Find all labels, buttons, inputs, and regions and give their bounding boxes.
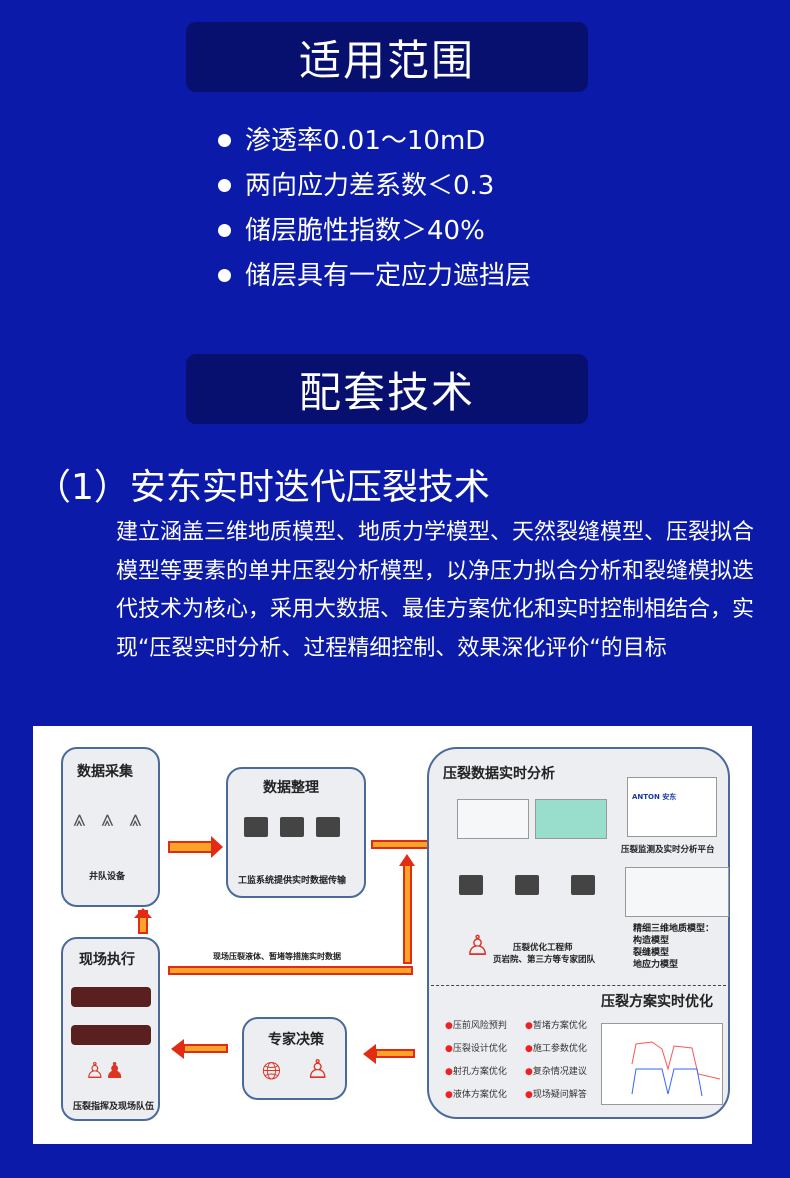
tech-description: 建立涵盖三维地质模型、地质力学模型、天然裂缝模型、压裂拟合模型等要素的单井压裂分… <box>116 520 755 661</box>
section-title-scope: 适用范围 <box>186 22 588 92</box>
computer-icon <box>571 875 595 895</box>
organize-box: 数据整理 工监系统提供实时数据传输 <box>226 767 366 898</box>
server-icon <box>244 817 268 837</box>
arrow-left <box>375 1049 415 1058</box>
list-item: 储层脆性指数＞40% <box>218 208 531 253</box>
frac-fleet-icon <box>71 1025 151 1045</box>
server-icon <box>280 817 304 837</box>
brand-logo: ANTON 安东 <box>632 793 677 801</box>
arrow-head <box>211 836 223 858</box>
field-title: 现场执行 <box>79 952 135 968</box>
arrow-left <box>183 1044 228 1053</box>
organize-caption: 工监系统提供实时数据传输 <box>238 876 347 886</box>
tower-icon: ⩓ <box>101 807 114 832</box>
model-title: 精细三维地质模型： <box>633 924 715 934</box>
expert-box: 专家决策 🌐︎ ♙ <box>242 1017 347 1100</box>
arrow-head <box>134 908 152 918</box>
bullet-text: 储层具有一定应力遮挡层 <box>245 260 532 291</box>
list-item: 渗透率0.01～10mD <box>218 118 531 163</box>
optimize-title: 压裂方案实时优化 <box>601 994 713 1010</box>
platform-label: 压裂监测及实时分析平台 <box>621 845 715 855</box>
bullet-text: 储层脆性指数＞40% <box>245 215 485 246</box>
list-item: 施工参数优化 <box>532 1044 587 1054</box>
list-item: 复杂情况建议 <box>532 1067 587 1077</box>
list-item: 射孔方案优化 <box>452 1067 507 1077</box>
bullet-icon <box>218 179 231 192</box>
divider <box>431 985 726 986</box>
platform-screenshot: ANTON 安东 <box>627 777 717 837</box>
geology-model-image <box>625 867 729 917</box>
tech-heading: （1）安东实时迭代压裂技术 <box>35 467 490 508</box>
optimize-list-left: ●压前风险预判 ●压裂设计优化 ●射孔方案优化 ●液体方案优化 <box>445 1021 507 1100</box>
bullet-icon <box>218 269 231 282</box>
curve-lines <box>631 1041 721 1097</box>
bullet-text: 两向应力差系数＜0.3 <box>245 170 495 201</box>
list-item: 压裂设计优化 <box>452 1044 507 1054</box>
arrow-field-data <box>168 966 413 975</box>
computer-icon <box>459 875 483 895</box>
collect-box: 数据采集 ⩓ ⩓ ⩓ 井队设备 <box>61 747 160 907</box>
model-item: 地应力模型 <box>633 960 679 970</box>
workflow-diagram: 数据采集 ⩓ ⩓ ⩓ 井队设备 数据整理 工监系统提供实时数据传输 现场执行 ♙… <box>33 726 752 1144</box>
server-icon <box>316 817 340 837</box>
chart-screen <box>457 799 529 839</box>
collect-caption: 井队设备 <box>89 872 126 882</box>
engineer-team-label: 页岩院、第三方等专家团队 <box>493 955 596 965</box>
engineer-label: 压裂优化工程师 <box>513 943 573 953</box>
list-item: 现场疑问解答 <box>532 1090 587 1100</box>
arrow-right <box>168 841 213 853</box>
list-item: 液体方案优化 <box>452 1090 507 1100</box>
organize-title: 数据整理 <box>263 780 319 796</box>
tower-icon: ⩓ <box>73 807 86 832</box>
field-flow-label: 现场压裂液体、暂堵等措施实时数据 <box>213 952 341 961</box>
bullet-icon <box>218 224 231 237</box>
expert-title: 专家决策 <box>268 1032 324 1048</box>
arrow-head <box>171 1039 184 1059</box>
list-item: 压前风险预判 <box>452 1021 507 1031</box>
section-title-tech: 配套技术 <box>186 354 588 424</box>
bullet-icon <box>218 134 231 147</box>
field-box: 现场执行 ♙♟ 压裂指挥及现场队伍 <box>61 937 160 1121</box>
frac-fleet-icon <box>71 987 151 1007</box>
globe-expert-icon: 🌐︎ <box>262 1057 282 1085</box>
frac-curve-chart <box>601 1023 723 1105</box>
analysis-box: 压裂数据实时分析 ANTON 安东 压裂监测及实时分析平台 精细三维地质模型： … <box>427 747 730 1119</box>
list-item: 储层具有一定应力遮挡层 <box>218 253 531 298</box>
model-item: 构造模型 <box>633 936 670 946</box>
arrow-head <box>399 854 415 866</box>
list-item: 暂堵方案优化 <box>532 1021 587 1031</box>
arrow-up <box>403 864 412 964</box>
analysis-title: 压裂数据实时分析 <box>443 766 555 782</box>
tower-icon: ⩓ <box>129 807 142 832</box>
model-item: 裂缝模型 <box>633 948 670 958</box>
collect-title: 数据采集 <box>77 764 133 780</box>
scope-list: 渗透率0.01～10mD 两向应力差系数＜0.3 储层脆性指数＞40% 储层具有… <box>218 118 531 298</box>
worker-icon: ♙♟ <box>85 1059 125 1084</box>
engineer-icon: ♙ <box>465 929 491 962</box>
computer-icon <box>515 875 539 895</box>
worker-icon: ♙ <box>306 1055 330 1085</box>
model-screen <box>535 799 607 839</box>
arrow-head <box>363 1044 376 1064</box>
optimize-list-right: ●暂堵方案优化 ●施工参数优化 ●复杂情况建议 ●现场疑问解答 <box>525 1021 587 1100</box>
list-item: 两向应力差系数＜0.3 <box>218 163 531 208</box>
bullet-text: 渗透率0.01～10mD <box>245 125 486 156</box>
field-caption: 压裂指挥及现场队伍 <box>73 1102 155 1112</box>
